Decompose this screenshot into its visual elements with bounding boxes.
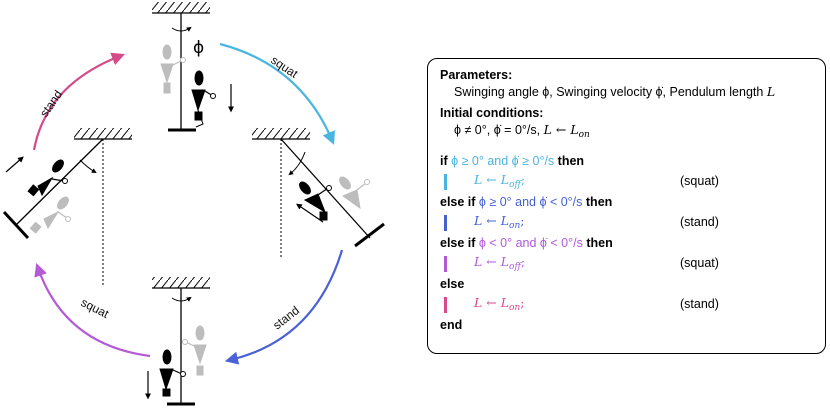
keyword-then: then bbox=[586, 235, 613, 250]
mode-tag: (squat) bbox=[680, 174, 719, 189]
keyword: else bbox=[440, 276, 465, 291]
arc-label: squat bbox=[79, 295, 112, 321]
pendulum-cycle-diagram: ϕ bbox=[2, 2, 385, 406]
keyword-then: then bbox=[557, 153, 585, 168]
figure-left bbox=[27, 159, 68, 197]
pendulum-top: ϕ bbox=[152, 2, 234, 132]
assign-row: L ← Lon; (stand) bbox=[440, 295, 813, 316]
initial-assign: L ← L bbox=[543, 121, 579, 137]
pendulum-left bbox=[2, 128, 132, 285]
initial-conditions: ϕ ≠ 0°, ϕ̇ = 0°/s, bbox=[454, 122, 541, 137]
assignment: L ← Lon; bbox=[474, 213, 525, 232]
condition-row-stand: else if ϕ ≥ 0° and ϕ̇ < 0°/s then bbox=[440, 192, 813, 213]
figure-right bbox=[299, 181, 332, 221]
assign-row: L ← Loff; (squat) bbox=[440, 172, 813, 193]
arc-label: stand bbox=[270, 303, 302, 332]
keyword: else if bbox=[440, 235, 476, 250]
color-bar bbox=[444, 214, 447, 231]
else-row: else bbox=[440, 274, 813, 295]
initial-text: ϕ ≠ 0°, ϕ̇ = 0°/s, L ← Lon bbox=[440, 122, 813, 141]
figure-bottom bbox=[159, 349, 186, 397]
figure-top bbox=[191, 70, 216, 128]
color-bar bbox=[444, 173, 447, 190]
ghost-figure-top bbox=[160, 44, 186, 94]
condition-row-squat: if ϕ ≥ 0° and ϕ̇ ≥ 0°/s then bbox=[440, 151, 813, 172]
condition: ϕ ≥ 0° and ϕ̇ < 0°/s bbox=[478, 194, 583, 209]
parameters-title: Parameters: bbox=[440, 68, 513, 82]
arc-label: stand bbox=[37, 88, 65, 120]
mode-tag: (squat) bbox=[680, 256, 719, 271]
keyword-then: then bbox=[585, 194, 613, 209]
ghost-figure-bottom bbox=[182, 325, 207, 376]
initial-assign-sub: on bbox=[578, 129, 590, 140]
keyword: else if bbox=[440, 194, 476, 209]
end-keyword: end bbox=[440, 317, 463, 332]
mode-tag: (stand) bbox=[680, 297, 719, 312]
ghost-figure-left bbox=[29, 196, 71, 234]
arc-squat-bottom-left: squat bbox=[34, 263, 151, 358]
phi-label: ϕ bbox=[193, 38, 204, 58]
condition: ϕ ≥ 0° and ϕ̇ ≥ 0°/s bbox=[451, 153, 555, 168]
parameters-desc: Swinging angle ϕ, Swinging velocity ϕ̇, … bbox=[454, 84, 764, 99]
assignment: L ← Loff; bbox=[474, 172, 526, 191]
initial-title: Initial conditions: bbox=[440, 106, 544, 121]
assignment: L ← Lon; bbox=[474, 295, 525, 314]
arc-squat-top-right: squat bbox=[219, 42, 335, 145]
assignment: L ← Loff; bbox=[474, 254, 526, 273]
keyword: if bbox=[440, 153, 448, 168]
pendulum-bottom bbox=[145, 277, 210, 406]
algorithm-box: Parameters: Swinging angle ϕ, Swinging v… bbox=[427, 58, 826, 354]
assign-row: L ← Lon; (stand) bbox=[440, 213, 813, 234]
color-bar bbox=[444, 296, 447, 313]
arc-stand-right-bottom: stand bbox=[224, 249, 344, 365]
condition-blocks: if ϕ ≥ 0° and ϕ̇ ≥ 0°/s then L ← Loff; (… bbox=[440, 151, 813, 336]
assign-row: L ← Loff; (squat) bbox=[440, 254, 813, 275]
condition-row-squat-2: else if ϕ < 0° and ϕ̇ < 0°/s then bbox=[440, 233, 813, 254]
condition: ϕ < 0° and ϕ̇ < 0°/s bbox=[478, 235, 583, 250]
ghost-figure-right bbox=[339, 176, 370, 210]
pendulum-right bbox=[252, 128, 385, 258]
parameters-symbol: L bbox=[766, 83, 776, 99]
parameters-text: Swinging angle ϕ, Swinging velocity ϕ̇, … bbox=[440, 84, 813, 101]
color-bar bbox=[444, 255, 447, 272]
mode-tag: (stand) bbox=[680, 215, 719, 230]
